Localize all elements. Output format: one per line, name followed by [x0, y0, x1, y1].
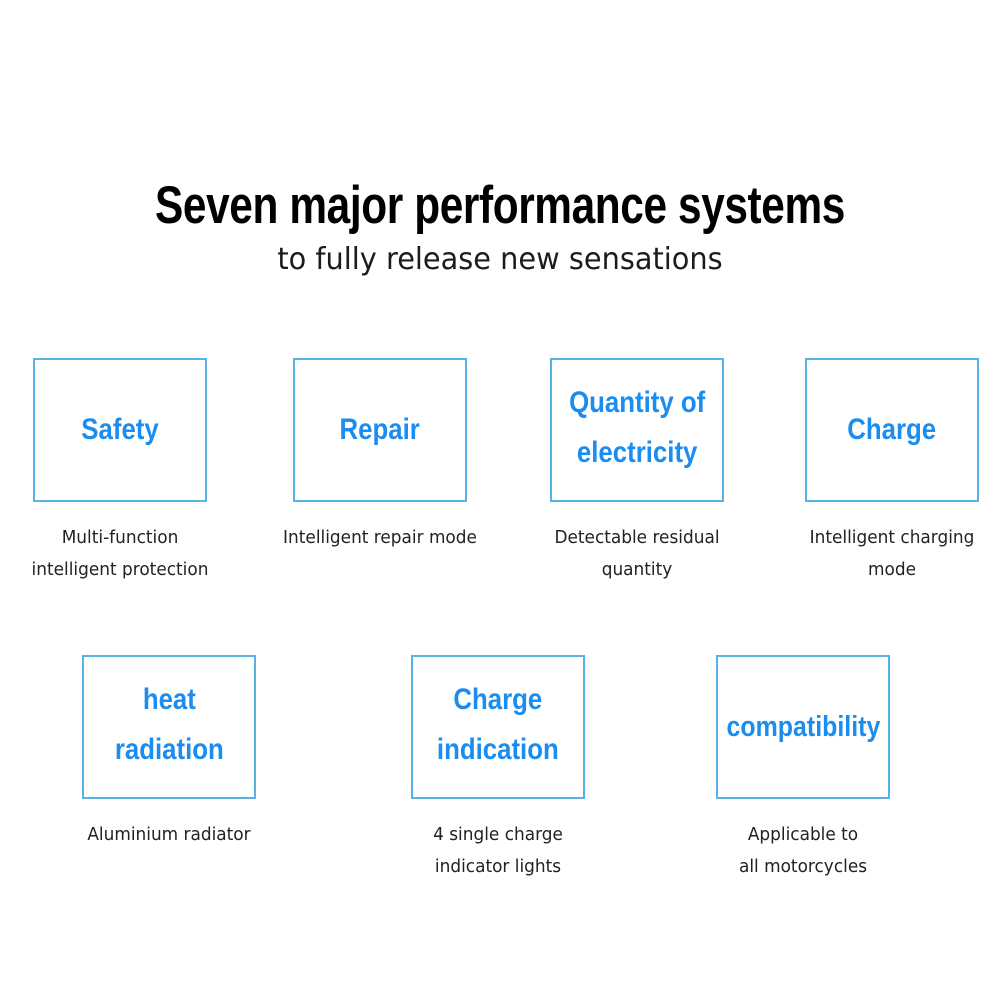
feature-item-compatibility[interactable]: compatibility Applicable to all motorcyc… [688, 655, 918, 883]
caption-line-1: Aluminium radiator [87, 824, 251, 845]
feature-caption-charge: Intelligent charging mode [784, 522, 1000, 586]
feature-label-line1: Quantity of [568, 386, 706, 419]
page-title: Seven major performance systems [155, 176, 845, 235]
feature-box-compatibility[interactable]: compatibility [716, 655, 890, 799]
feature-item-quantity-of-electricity[interactable]: Quantity of electricity Detectable resid… [522, 358, 752, 586]
feature-caption-compatibility: Applicable to all motorcycles [695, 819, 911, 883]
caption-line-2: indicator lights [434, 856, 562, 877]
page-subtitle: to fully release new sensations [277, 242, 723, 277]
feature-label-compatibility: compatibility [726, 702, 880, 752]
feature-label-line1: Charge [847, 413, 937, 446]
feature-box-quantity-of-electricity[interactable]: Quantity of electricity [550, 358, 724, 502]
feature-label-safety: Safety [81, 405, 158, 455]
caption-line-2: mode [868, 559, 916, 580]
feature-item-safety[interactable]: Safety Multi-function intelligent protec… [5, 358, 235, 586]
feature-label-line2: radiation [114, 733, 224, 766]
caption-line-2: quantity [601, 559, 673, 580]
feature-caption-charge-indication: 4 single charge indicator lights [390, 819, 606, 883]
feature-label-line1: Safety [81, 413, 159, 446]
feature-box-charge[interactable]: Charge [805, 358, 979, 502]
feature-caption-heat-radiation: Aluminium radiator [61, 819, 277, 851]
feature-caption-repair: Intelligent repair mode [272, 522, 488, 554]
feature-label-line1: Repair [339, 413, 421, 446]
caption-line-1: Applicable to [747, 824, 859, 845]
page-header: Seven major performance systems to fully… [0, 178, 1000, 280]
caption-line-1: Intelligent repair mode [283, 527, 477, 548]
feature-label-quantity-of-electricity: Quantity of electricity [569, 378, 705, 478]
feature-label-heat-radiation: heat radiation [115, 675, 224, 775]
caption-line-1: Multi-function [61, 527, 179, 548]
feature-box-heat-radiation[interactable]: heat radiation [82, 655, 256, 799]
feature-item-heat-radiation[interactable]: heat radiation Aluminium radiator [54, 655, 284, 851]
feature-item-repair[interactable]: Repair Intelligent repair mode [265, 358, 495, 554]
feature-label-charge-indication: Charge indication [437, 675, 559, 775]
caption-line-2: all motorcycles [738, 856, 868, 877]
feature-label-line1: heat [142, 683, 196, 716]
caption-line-2: intelligent protection [31, 559, 209, 580]
feature-box-repair[interactable]: Repair [293, 358, 467, 502]
feature-item-charge[interactable]: Charge Intelligent charging mode [777, 358, 1000, 586]
caption-line-1: 4 single charge [433, 824, 563, 845]
caption-line-1: Intelligent charging [809, 527, 975, 548]
feature-label-line1: Charge [453, 683, 543, 716]
feature-box-charge-indication[interactable]: Charge indication [411, 655, 585, 799]
feature-label-line1: compatibility [726, 711, 880, 743]
feature-caption-safety: Multi-function intelligent protection [12, 522, 228, 586]
feature-box-safety[interactable]: Safety [33, 358, 207, 502]
caption-line-1: Detectable residual [554, 527, 720, 548]
feature-caption-quantity-of-electricity: Detectable residual quantity [529, 522, 745, 586]
feature-label-line2: electricity [576, 436, 698, 469]
feature-label-charge: Charge [848, 405, 937, 455]
feature-label-repair: Repair [340, 405, 420, 455]
feature-item-charge-indication[interactable]: Charge indication 4 single charge indica… [383, 655, 613, 883]
feature-label-line2: indication [437, 733, 559, 766]
